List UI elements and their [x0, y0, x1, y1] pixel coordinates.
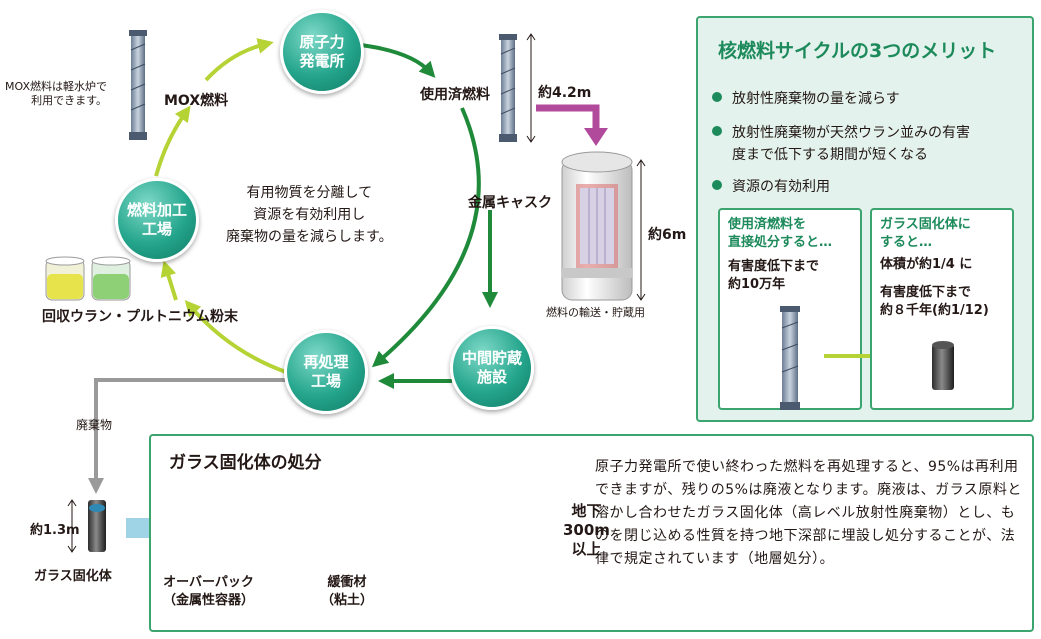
- arrow-fab-to-mox: [154, 105, 191, 177]
- vitrified-canister-icon: [88, 500, 106, 552]
- reprocessing-node: 再処理 工場: [284, 330, 368, 414]
- arrow-spent-to-cask: [536, 104, 600, 128]
- vitrified-heading: ガラス固化体に すると…: [880, 217, 971, 250]
- mox-fuel-label: MOX燃料: [164, 93, 229, 109]
- beaker-icons: [45, 256, 131, 301]
- cycle-center-text: 有用物質を分離して 資源を有効利用し 廃棄物の量を減らします。: [226, 185, 393, 245]
- vitrified-box: ガラス固化体に すると… 体積が約1/4 に 有害度低下まで 約８千年(約1/1…: [870, 208, 1014, 410]
- spent-fuel-assembly-icon: [499, 34, 517, 142]
- spent-fuel-label: 使用済燃料: [420, 87, 490, 103]
- interim-storage-label: 中間貯蔵 施設: [461, 349, 522, 386]
- vitrified-label: ガラス固化体: [34, 569, 112, 584]
- vitrified-period: 有害度低下まで 約８千年(約1/12): [880, 285, 989, 318]
- disposal-panel: ガラス固化体の処分 オーバーパック （金属性容器） 緩衝材 （粘土） 地下 30…: [149, 434, 1034, 632]
- arrow-mox-to-npp: [204, 38, 274, 82]
- metal-cask-icon: [561, 151, 633, 301]
- mox-fuel-assembly-icon: [129, 30, 147, 140]
- waste-label: 廃棄物: [76, 418, 113, 432]
- arrow-spent-to-reprocessing: [371, 107, 481, 368]
- merit-item: 放射性廃棄物の量を減らす: [712, 88, 900, 110]
- merits-panel: 核燃料サイクルの3つのメリット 放射性廃棄物の量を減らす 放射性廃棄物が天然ウラ…: [696, 16, 1034, 422]
- merit-item-text: 放射性廃棄物が天然ウラン並みの有害 度まで低下する期間が短くなる: [732, 125, 970, 163]
- metal-cask-height: 約6m: [648, 227, 687, 243]
- arrow-powder-to-fab: [160, 260, 178, 301]
- vitrified-height: 約1.3m: [30, 523, 80, 538]
- spent-fuel-height: 約4.2m: [538, 85, 592, 101]
- fuel-fabrication-node: 燃料加工 工場: [115, 178, 199, 262]
- direct-disposal-heading: 使用済燃料を 直接処分すると…: [728, 217, 833, 250]
- merits-title: 核燃料サイクルの3つのメリット: [718, 40, 997, 62]
- buffer-label: 緩衝材 （粘土）: [321, 575, 374, 608]
- vitrified-volume: 体積が約1/4 に: [880, 257, 973, 272]
- bullet-icon: [712, 180, 722, 190]
- bullet-icon: [712, 92, 722, 102]
- mox-note: MOX燃料は軽水炉で 利用できます。: [5, 80, 107, 107]
- overpack-label: オーバーパック （金属性容器）: [163, 575, 255, 608]
- merit-item: 放射性廃棄物が天然ウラン並みの有害 度まで低下する期間が短くなる: [712, 122, 970, 166]
- npp-label: 原子力 発電所: [299, 33, 345, 70]
- merit-item: 資源の有効利用: [712, 176, 830, 198]
- depth-label: 地下 300m 以上: [563, 502, 610, 558]
- interim-storage-node: 中間貯蔵 施設: [450, 326, 534, 410]
- arrow-waste: [88, 378, 286, 494]
- spent-fuel-assembly-icon: [780, 306, 800, 410]
- direct-disposal-body: 有害度低下まで 約10万年: [728, 259, 820, 292]
- metal-cask-note: 燃料の輸送・貯蔵用: [546, 306, 645, 319]
- merit-item-text: 放射性廃棄物の量を減らす: [732, 91, 900, 107]
- direct-disposal-box: 使用済燃料を 直接処分すると… 有害度低下まで 約10万年: [718, 208, 862, 410]
- disposal-description: 原子力発電所で使い終わった燃料を再処理すると、95%は再利用できますが、残りの5…: [595, 459, 1022, 567]
- fuel-fabrication-label: 燃料加工 工場: [126, 201, 187, 238]
- npp-node: 原子力 発電所: [280, 10, 364, 94]
- merit-item-text: 資源の有効利用: [732, 179, 830, 195]
- powder-label: 回収ウラン・プルトニウム粉末: [42, 309, 238, 325]
- disposal-title: ガラス固化体の処分: [169, 453, 322, 473]
- arrow-reprocessing-to-powder: [184, 299, 287, 374]
- bullet-icon: [712, 126, 722, 136]
- vitrified-canister-icon: [932, 341, 954, 390]
- reprocessing-label: 再処理 工場: [303, 353, 349, 390]
- metal-cask-label: 金属キャスク: [468, 195, 552, 211]
